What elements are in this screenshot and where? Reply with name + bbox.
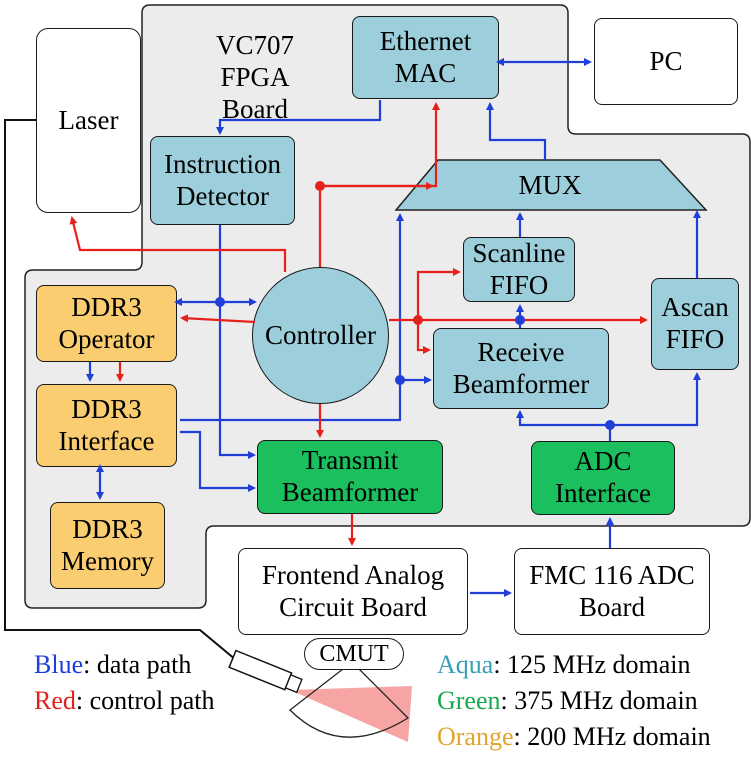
adc-interface-line2: Interface <box>555 478 651 508</box>
cmut-block: CMUT <box>304 638 404 670</box>
ddr3-interface-line1: DDR3 <box>71 393 142 424</box>
ddr3-operator-block: DDR3 Operator <box>36 285 177 362</box>
ultrasound-beam <box>290 686 412 742</box>
legend-green-text: : 375 MHz domain <box>500 686 698 715</box>
receive-beamformer-line1: Receive <box>477 336 565 367</box>
junction-dot <box>215 297 225 307</box>
legend-aqua: Aqua: 125 MHz domain <box>437 650 690 680</box>
legend-aqua-key: Aqua <box>437 650 494 679</box>
instruction-detector-line1: Instruction <box>164 148 281 179</box>
legend-blue: Blue: data path <box>34 650 191 680</box>
legend-green: Green: 375 MHz domain <box>437 686 698 716</box>
ddr3-memory-line2: Memory <box>61 545 154 576</box>
legend-orange-text: : 200 MHz domain <box>513 722 711 751</box>
cmut-label: CMUT <box>319 640 389 667</box>
legend-blue-text: : data path <box>83 650 192 679</box>
adc-to-receive <box>516 410 612 441</box>
transmit-beamformer-line2: Beamformer <box>281 477 419 507</box>
frontend-board-line2: Circuit Board <box>279 591 427 622</box>
legend-orange-key: Orange <box>437 722 514 751</box>
fmc-board-line2: Board <box>579 591 645 622</box>
adc-to-ascan <box>610 372 701 427</box>
laser-block: Laser <box>36 28 141 213</box>
junction-dot <box>515 315 525 325</box>
adc-interface-line1: ADC <box>574 446 632 477</box>
legend-red-key: Red <box>34 686 76 715</box>
ddr3-memory-line1: DDR3 <box>72 513 143 544</box>
pc-label: PC <box>649 45 683 76</box>
controller-to-receive <box>416 320 431 354</box>
laser-probe <box>228 649 303 694</box>
board-title: VC707 FPGA Board <box>185 30 325 126</box>
interface-to-mux <box>180 213 404 422</box>
scanline-fifo-block: Scanline FIFO <box>463 237 575 302</box>
laser-fiber <box>4 119 237 661</box>
instruction-detector-block: Instruction Detector <box>150 136 295 225</box>
ddr3-interface-line2: Interface <box>58 425 155 456</box>
junction-dot <box>395 375 405 385</box>
ascan-fifo-line2: FIFO <box>665 324 725 354</box>
ascan-fifo-line1: Ascan <box>661 292 729 323</box>
legend-red: Red: control path <box>34 686 215 716</box>
mux-label-wrap: MUX <box>500 170 600 202</box>
ethernet-mac-line1: Ethernet <box>379 25 472 56</box>
probe-fan <box>289 661 410 738</box>
controller-block: Controller <box>252 267 389 404</box>
legend-red-text: : control path <box>75 686 215 715</box>
board-title-line2: FPGA Board <box>220 61 290 124</box>
transmit-beamformer-block: Transmit Beamformer <box>257 440 443 514</box>
receive-beamformer-line2: Beamformer <box>452 368 590 399</box>
controller-to-operator <box>180 314 256 324</box>
legend-green-key: Green <box>437 686 501 715</box>
frontend-analog-board-block: Frontend Analog Circuit Board <box>238 548 468 635</box>
pc-block: PC <box>594 18 738 105</box>
adc-interface-block: ADC Interface <box>531 441 675 515</box>
frontend-board-line1: Frontend Analog <box>261 559 445 590</box>
mux-block <box>394 159 708 211</box>
controller-to-laser <box>69 216 287 272</box>
fmc-board-line1: FMC 116 ADC <box>529 559 695 590</box>
ddr3-operator-line2: Operator <box>58 323 155 354</box>
controller-to-scanline <box>416 268 461 320</box>
junction-dot <box>413 315 423 325</box>
fmc-116-adc-board-block: FMC 116 ADC Board <box>514 548 710 635</box>
ascan-fifo-block: Ascan FIFO <box>651 278 739 370</box>
receive-beamformer-block: Receive Beamformer <box>433 328 609 409</box>
mac-to-instruction-detector <box>216 100 382 135</box>
controller-label: Controller <box>265 320 376 350</box>
scanline-fifo-line1: Scanline <box>472 237 566 268</box>
mux-to-mac <box>486 102 547 160</box>
ddr3-operator-line1: DDR3 <box>71 291 142 322</box>
interface-to-transmit <box>180 430 256 492</box>
legend-blue-key: Blue <box>34 650 84 679</box>
legend-orange: Orange: 200 MHz domain <box>437 722 711 752</box>
laser-label: Laser <box>58 104 119 135</box>
board-title-line1: VC707 <box>215 30 294 60</box>
legend-aqua-text: : 125 MHz domain <box>493 650 691 679</box>
ethernet-mac-block: Ethernet MAC <box>352 16 499 99</box>
transmit-beamformer-line1: Transmit <box>301 445 399 476</box>
ethernet-mac-line2: MAC <box>394 57 457 88</box>
junction-dot <box>315 181 325 191</box>
instruction-detector-line2: Detector <box>176 180 269 211</box>
scanline-fifo-line2: FIFO <box>489 269 549 300</box>
junction-dot <box>605 420 615 430</box>
ddr3-memory-block: DDR3 Memory <box>50 502 165 589</box>
mux-label: MUX <box>518 170 582 200</box>
ddr3-interface-block: DDR3 Interface <box>36 384 177 467</box>
